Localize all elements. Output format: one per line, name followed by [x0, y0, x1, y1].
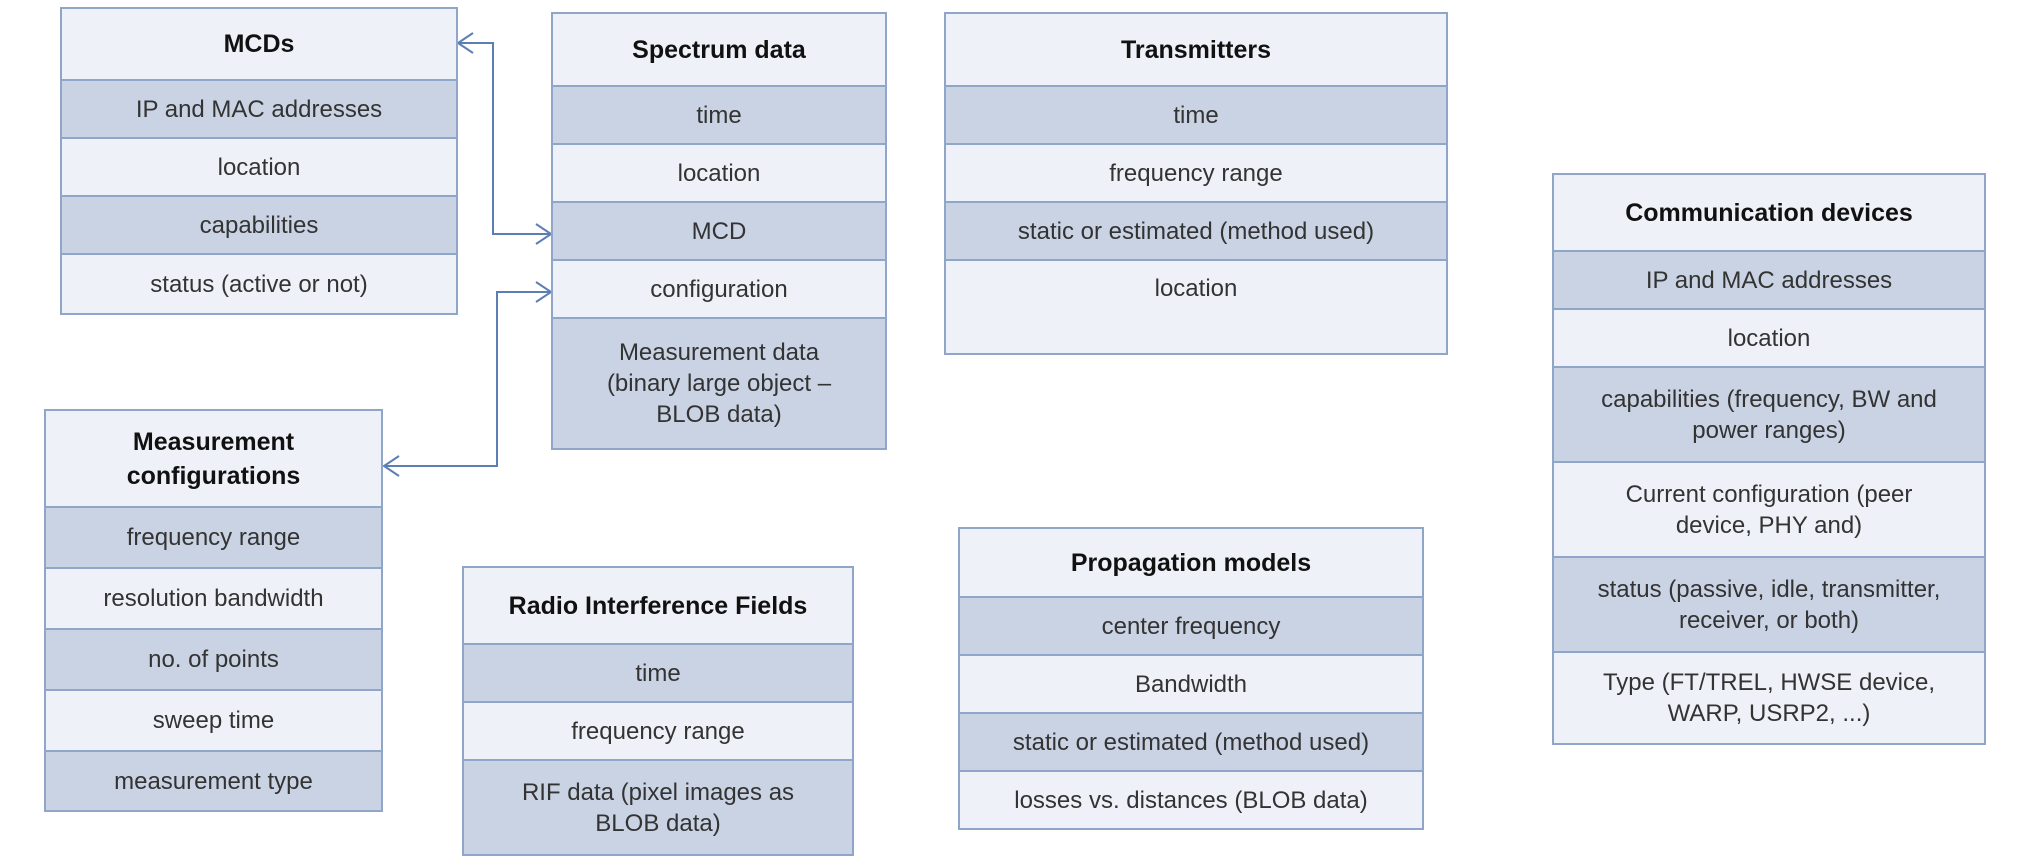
- entity-field: RIF data (pixel images as BLOB data): [464, 761, 852, 854]
- entity-field: frequency range: [46, 508, 381, 569]
- entity-title: Measurement configurations: [46, 411, 381, 508]
- entity-measurement-configurations: Measurement configurations frequency ran…: [44, 409, 383, 812]
- entity-title: Spectrum data: [553, 14, 885, 87]
- entity-field: time: [464, 645, 852, 703]
- connector-mcd: [458, 42, 551, 235]
- entity-field: time: [553, 87, 885, 145]
- entity-field: static or estimated (method used): [960, 714, 1422, 772]
- entity-field: status (passive, idle, transmitter, rece…: [1554, 558, 1984, 653]
- entity-transmitters: Transmitters time frequency range static…: [944, 12, 1448, 355]
- entity-field: no. of points: [46, 630, 381, 691]
- entity-field: location: [553, 145, 885, 203]
- entity-field: MCD: [553, 203, 885, 261]
- entity-title: Transmitters: [946, 14, 1446, 87]
- entity-communication-devices: Communication devices IP and MAC address…: [1552, 173, 1986, 745]
- entity-field: measurement type: [46, 752, 381, 810]
- entity-field: sweep time: [46, 691, 381, 752]
- entity-field: static or estimated (method used): [946, 203, 1446, 261]
- entity-field: frequency range: [946, 145, 1446, 203]
- entity-title: Propagation models: [960, 529, 1422, 598]
- entity-field: IP and MAC addresses: [62, 81, 456, 139]
- entity-field: configuration: [553, 261, 885, 319]
- arrowhead-to-mcds: [456, 32, 474, 54]
- entity-mcds: MCDs IP and MAC addresses location capab…: [60, 7, 458, 315]
- entity-field: location: [946, 261, 1446, 353]
- entity-field: Current configuration (peer device, PHY …: [1554, 463, 1984, 558]
- connector-configuration: [384, 291, 551, 467]
- entity-propagation-models: Propagation models center frequency Band…: [958, 527, 1424, 830]
- entity-title: MCDs: [62, 9, 456, 81]
- entity-field: location: [62, 139, 456, 197]
- entity-field: losses vs. distances (BLOB data): [960, 772, 1422, 828]
- entity-field: Measurement data (binary large object – …: [553, 319, 885, 448]
- arrowhead-to-measurement-configurations: [382, 455, 400, 477]
- entity-field: capabilities: [62, 197, 456, 255]
- entity-title: Radio Interference Fields: [464, 568, 852, 645]
- entity-field: Type (FT/TREL, HWSE device, WARP, USRP2,…: [1554, 653, 1984, 743]
- entity-title: Communication devices: [1554, 175, 1984, 252]
- entity-field: status (active or not): [62, 255, 456, 313]
- entity-field: frequency range: [464, 703, 852, 761]
- entity-field: capabilities (frequency, BW and power ra…: [1554, 368, 1984, 463]
- entity-radio-interference-fields: Radio Interference Fields time frequency…: [462, 566, 854, 856]
- entity-field: Bandwidth: [960, 656, 1422, 714]
- entity-field: location: [1554, 310, 1984, 368]
- entity-field: time: [946, 87, 1446, 145]
- entity-field: resolution bandwidth: [46, 569, 381, 630]
- entity-spectrum-data: Spectrum data time location MCD configur…: [551, 12, 887, 450]
- entity-field: IP and MAC addresses: [1554, 252, 1984, 310]
- entity-field: center frequency: [960, 598, 1422, 656]
